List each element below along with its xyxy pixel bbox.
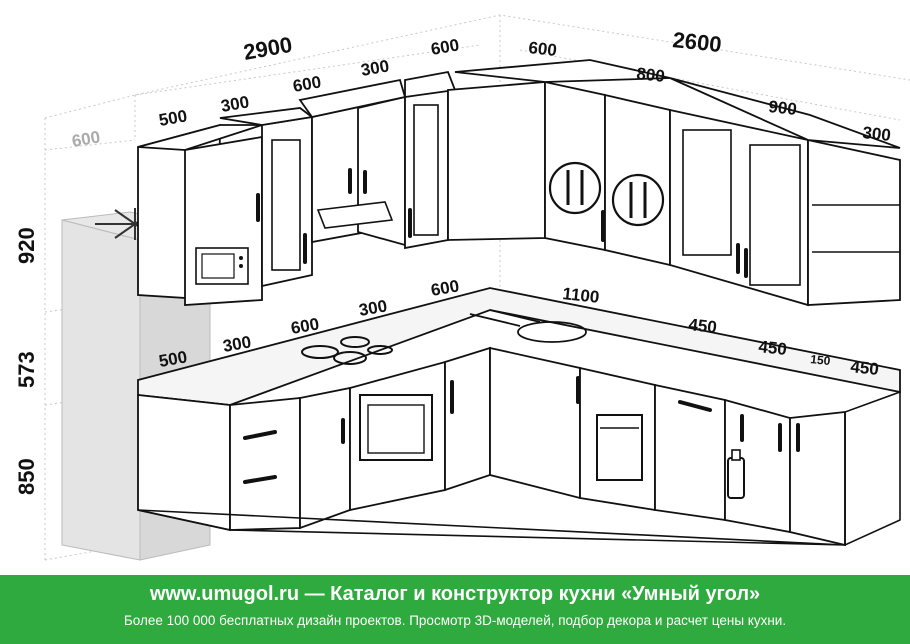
dim-counter-right-2: 450 [688, 315, 718, 337]
dim-top-right-total: 2600 [671, 27, 722, 57]
cutlery-icon [611, 173, 665, 227]
dim-counter-right-1: 1100 [562, 284, 601, 307]
dim-upper-left-1: 500 [157, 106, 188, 130]
cutlery-icon [548, 161, 602, 215]
cooktop-icon [301, 336, 393, 365]
kitchen-diagram: 2900 2600 500 300 600 300 600 600 800 90… [14, 14, 910, 561]
dim-upper-right-2: 800 [636, 64, 666, 86]
dishwasher-icon [596, 414, 643, 481]
dim-counter-right-4: 150 [810, 352, 832, 368]
dim-upper-grey: 600 [70, 127, 101, 151]
upper-cabinets-left [137, 70, 462, 306]
banner-subtitle: Более 100 000 бесплатных дизайн проектов… [123, 613, 787, 628]
dim-counter-left-4: 300 [357, 296, 388, 320]
oven-icon [359, 394, 433, 461]
dim-upper-left-2: 300 [219, 92, 250, 116]
dim-height-1: 920 [14, 227, 39, 264]
dim-upper-right-4: 300 [862, 123, 892, 145]
dim-counter-left-3: 600 [289, 314, 320, 338]
dim-upper-left-4: 300 [359, 56, 390, 80]
upper-cabinets-right [447, 59, 901, 307]
footer-banner: www.umugol.ru — Каталог и конструктор ку… [0, 575, 910, 644]
dim-counter-right-3: 450 [758, 337, 788, 359]
dim-top-left-total: 2900 [242, 32, 295, 65]
dim-counter-left-5: 600 [429, 276, 460, 300]
sink-icon [469, 309, 587, 343]
dim-counter-left-1: 500 [157, 347, 188, 371]
dimension-labels: 2900 2600 500 300 600 300 600 600 800 90… [14, 27, 892, 495]
dim-height-2: 573 [14, 351, 39, 388]
dim-upper-right-1: 600 [528, 38, 558, 60]
dim-counter-right-5: 450 [850, 357, 880, 379]
dim-upper-left-5: 600 [429, 35, 460, 59]
dim-upper-right-3: 900 [768, 97, 798, 119]
banner-title[interactable]: www.umugol.ru — Каталог и конструктор ку… [149, 583, 761, 605]
dim-height-3: 850 [14, 458, 39, 495]
bottle-icon [727, 449, 745, 499]
microwave-icon [195, 247, 249, 285]
hood-icon [316, 201, 394, 229]
dim-counter-left-2: 300 [221, 332, 252, 356]
lower-cabinets [137, 346, 901, 547]
dim-upper-left-3: 600 [291, 72, 322, 96]
